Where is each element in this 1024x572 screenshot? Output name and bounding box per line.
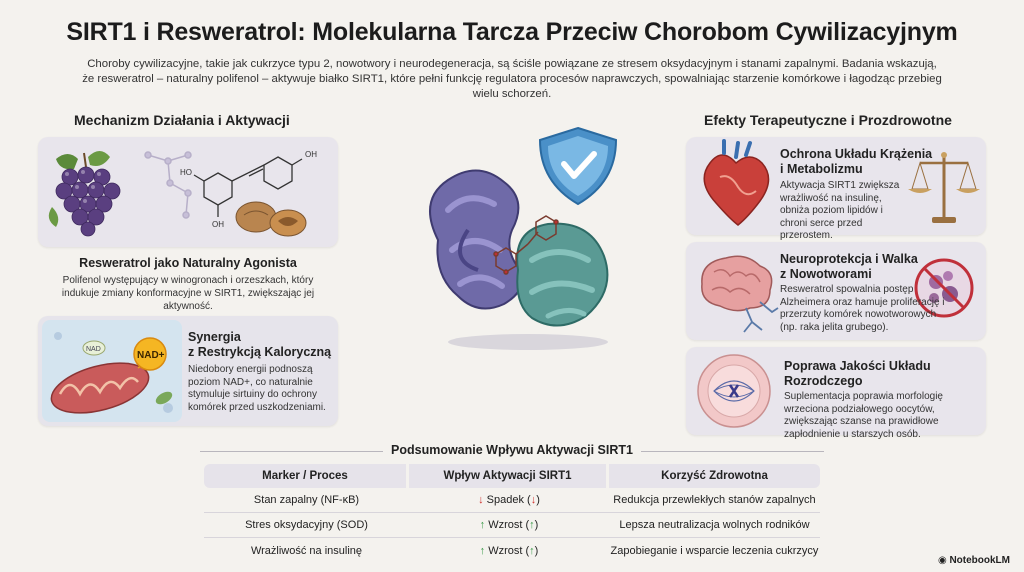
molecule-label-ho: HO: [180, 168, 192, 177]
synergy-text: Niedobory energii podnoszą poziom NAD+, …: [188, 364, 326, 413]
synergy-title: Synergia z Restrykcją Kaloryczną: [188, 330, 336, 360]
arrow-up-icon: ↑: [479, 519, 486, 531]
table-cell-marker: Stan zapalny (NF-κB): [204, 488, 409, 513]
table-cell-benefit: Zapobieganie i wsparcie leczenia cukrzyc…: [610, 544, 819, 557]
neuro-text: Resweratrol spowalnia postęp Alzheimera …: [780, 284, 945, 333]
table-row: Wrażliwość na insulinę ↑ Wzrost (↑) Zapo…: [204, 538, 820, 563]
arrow-down-icon: ↓: [478, 494, 484, 506]
arrow-up-icon: ↑: [529, 519, 535, 531]
effect-card-cardio: Ochrona Układu Krążenia i Metabolizmu Ak…: [686, 137, 986, 241]
effect-label: Spadek (: [486, 494, 531, 506]
neuro-title-line-1: Neuroprotekcja i Walka: [780, 252, 918, 266]
summary-table: Marker / Proces Wpływ Aktywacji SIRT1 Ko…: [204, 464, 820, 563]
cardio-text: Aktywacja SIRT1 zwiększa wrażliwość na i…: [780, 180, 900, 241]
oocyte-icon: [697, 354, 771, 428]
effect-label: Wzrost (: [488, 519, 530, 531]
page-title: SIRT1 i Resweratrol: Molekularna Tarcza …: [66, 18, 958, 46]
table-cell-benefit: Redukcja przewlekłych stanów zapalnych: [609, 488, 820, 513]
agonist-title: Resweratrol jako Naturalny Agonista: [79, 256, 297, 270]
table-header-effect: Wpływ Aktywacji SIRT1: [409, 464, 609, 488]
table-cell-benefit: Lepsza neutralizacja wolnych rodników: [609, 513, 820, 538]
effect-card-reproductive: Poprawa Jakości Układu Rozrodczego Suple…: [686, 347, 986, 440]
repro-title-line-2: Rozrodczego: [784, 374, 863, 388]
effect-card-neuro: Neuroprotekcja i Walka z Nowotworami Res…: [686, 242, 986, 340]
table-cell-marker: Wrażliwość na insulinę: [250, 544, 363, 557]
cardio-title-line-2: i Metabolizmu: [780, 162, 863, 176]
effect-close: ): [536, 494, 540, 506]
nad-small-label: NAD: [86, 346, 101, 353]
table-header-marker: Marker / Proces: [204, 464, 409, 488]
protein-teal-domain-icon: [516, 222, 609, 327]
synergy-title-line-1: Synergia: [188, 330, 241, 344]
table-cell-effect: ↑ Wzrost (↑): [409, 513, 609, 538]
table-title-text: Podsumowanie Wpływu Aktywacji SIRT1: [383, 443, 641, 457]
arrow-down-icon: ↓: [530, 494, 537, 506]
table-header-benefit: Korzyść Zdrowotna: [609, 464, 820, 488]
repro-text: Suplementacja poprawia morfologię wrzeci…: [784, 391, 943, 440]
effect-close: ): [534, 519, 539, 531]
left-section-heading: Mechanizm Działania i Aktywacji: [74, 112, 290, 128]
table-cell-marker: Stres oksydacyjny (SOD): [204, 513, 409, 538]
table-cell-effect: ↑ Wzrost (↑): [409, 538, 609, 563]
shield-check-icon: [538, 126, 618, 206]
heart-icon: [703, 139, 770, 226]
table-title: Podsumowanie Wpływu Aktywacji SIRT1: [200, 443, 824, 457]
protein-purple-domain-icon: [429, 169, 523, 310]
molecule-label-oh-bottom: OH: [212, 220, 224, 229]
synergy-card: NAD NAD+ Synergia z Restrykcją Kaloryczn…: [38, 316, 338, 426]
repro-title-line-1: Poprawa Jakości Układu: [784, 359, 931, 373]
notebooklm-logo: ◉ NotebookLM: [938, 555, 1010, 566]
no-cancer-cell-icon: [914, 258, 974, 318]
molecule-label-oh-top: OH: [305, 150, 317, 159]
table-row: Stan zapalny (NF-κB) ↓ Spadek (↓) Redukc…: [204, 488, 820, 513]
table-cell-effect: ↓ Spadek (↓): [409, 488, 609, 513]
repro-title: Poprawa Jakości Układu Rozrodczego: [784, 359, 974, 389]
neuro-title: Neuroprotekcja i Walka z Nowotworami: [780, 252, 930, 282]
effect-label: Wzrost (: [488, 544, 530, 557]
brain-icon: [701, 255, 779, 333]
agonist-text: Polifenol występujący w winogronach i or…: [61, 275, 315, 312]
walnut-icon: [235, 201, 307, 237]
molecule-chain-icon: [144, 151, 192, 219]
notebooklm-logo-icon: ◉: [937, 555, 947, 566]
logo-text: NotebookLM: [949, 555, 1010, 566]
arrow-up-icon: ↑: [529, 544, 535, 557]
intro-paragraph: Choroby cywilizacyjne, takie jak cukrzyc…: [82, 58, 942, 100]
sirt1-protein-illustration: [429, 126, 618, 350]
neuro-title-line-2: z Nowotworami: [780, 267, 872, 281]
balance-scale-icon: [908, 152, 980, 223]
resveratrol-structure-icon: OH HO OH: [180, 150, 317, 229]
nad-plus-label: NAD+: [137, 350, 165, 361]
resveratrol-illustration-card: OH HO OH: [38, 137, 338, 247]
cardio-title-line-1: Ochrona Układu Krążenia: [780, 147, 933, 161]
nad-badge-icon: NAD NAD+: [82, 337, 167, 371]
resveratrol-bound-icon: [493, 215, 559, 275]
grapes-icon: [48, 151, 121, 237]
synergy-title-line-2: z Restrykcją Kaloryczną: [188, 345, 332, 359]
cardio-title: Ochrona Układu Krążenia i Metabolizmu: [780, 147, 940, 177]
arrow-up-icon: ↑: [479, 544, 486, 557]
table-row: Stres oksydacyjny (SOD) ↑ Wzrost (↑) Lep…: [204, 513, 820, 538]
effect-close: ): [534, 544, 539, 557]
right-section-heading: Efekty Terapeutyczne i Prozdrowotne: [704, 112, 952, 128]
table-header-row: Marker / Proces Wpływ Aktywacji SIRT1 Ko…: [204, 464, 820, 488]
